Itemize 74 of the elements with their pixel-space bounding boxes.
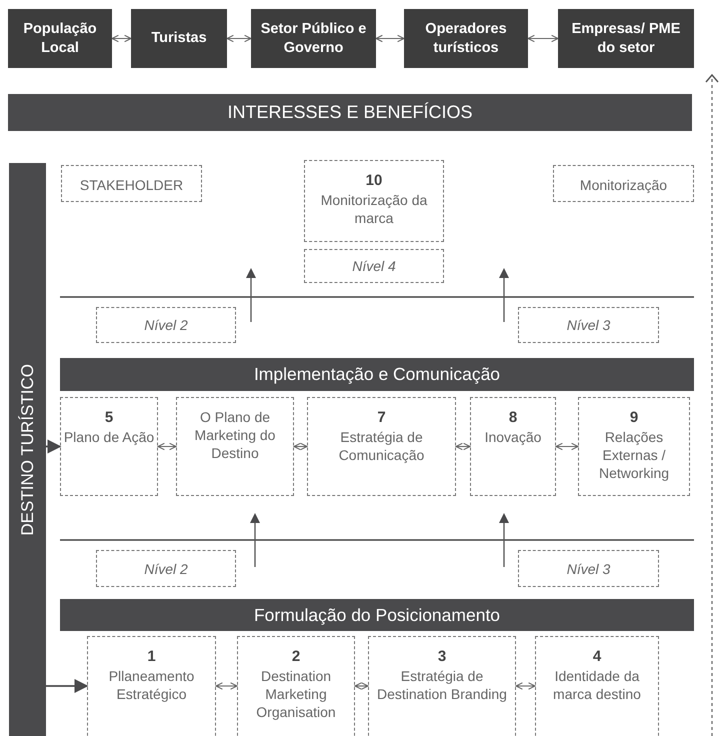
stakeholder-label: Empresas/ PME do setor <box>570 20 682 57</box>
level-label: Nível 3 <box>566 560 610 576</box>
step-label: Monitorização da marca <box>320 190 428 227</box>
arrow <box>354 682 369 690</box>
arrow <box>527 34 559 42</box>
level-label: Nível 2 <box>144 560 188 576</box>
step-number: 4 <box>592 647 602 666</box>
step-label: O Plano de Marketing do Destino <box>194 408 276 463</box>
section-band <box>60 599 694 631</box>
stakeholder-box <box>558 9 694 68</box>
arrow <box>293 442 308 450</box>
arrow <box>375 34 405 42</box>
dashed-box <box>578 397 690 496</box>
band-title: Formulação do Posicionamento <box>254 604 500 626</box>
step-number: 1 <box>147 647 156 666</box>
dashed-box <box>237 636 355 736</box>
band-title: DESTINO TURÍSTICO <box>18 364 38 536</box>
stakeholder-label: Turistas <box>151 29 207 48</box>
level-box <box>518 550 659 587</box>
level-box <box>518 307 659 343</box>
section-band <box>60 358 694 391</box>
level-label: Nível 3 <box>566 317 610 333</box>
level-box <box>96 550 236 587</box>
level-label: Nível 4 <box>352 258 396 274</box>
step-number: 3 <box>438 647 446 666</box>
band-title: Implementação e Comunicação <box>254 364 500 385</box>
arrow <box>515 682 536 690</box>
arrow <box>111 34 132 42</box>
stakeholder-label: Setor Público e Governo <box>260 20 368 57</box>
stakeholder-label: População Local <box>22 20 98 57</box>
dashed-box <box>87 636 216 736</box>
step-label: Monitorização <box>580 176 668 194</box>
level-box <box>96 307 236 343</box>
stakeholder-box <box>131 9 227 68</box>
step-label: Identidade da marca destino <box>552 666 642 703</box>
level-box <box>304 249 444 283</box>
arrow <box>555 442 579 450</box>
step-label: Destination Marketing Organisation <box>255 666 337 722</box>
level-label: Nível 2 <box>144 317 188 333</box>
stakeholder-box <box>8 9 112 68</box>
dashed-box <box>368 636 516 736</box>
band-title: INTERESSES E BENEFÍCIOS <box>227 102 473 123</box>
arrow <box>46 440 62 454</box>
arrow <box>46 679 88 693</box>
step-number: 10 <box>366 171 382 190</box>
step-label: Inovação <box>484 428 542 446</box>
header-band <box>8 94 692 131</box>
dashed-box <box>553 165 694 202</box>
dashed-box <box>307 397 456 496</box>
dashed-box <box>176 397 294 496</box>
step-label: Estratégia de Comunicação <box>338 428 426 464</box>
step-number: 9 <box>630 408 638 428</box>
stakeholder-box <box>404 9 528 68</box>
step-label: STAKEHOLDER <box>80 176 184 194</box>
stakeholder-box <box>251 9 376 68</box>
arrow <box>455 442 471 450</box>
step-number: 7 <box>377 408 386 428</box>
dashed-box <box>304 160 444 242</box>
dashed-box <box>61 165 202 202</box>
step-label: Plano de Ação <box>64 428 154 446</box>
step-number: 2 <box>292 647 300 666</box>
dashed-box <box>60 397 158 496</box>
arrow <box>215 682 238 690</box>
stakeholder-label: Operadores turísticos <box>424 20 508 57</box>
dashed-box <box>470 397 556 496</box>
step-label: Pllaneamento Estratégico <box>108 666 196 703</box>
step-number: 5 <box>104 408 114 428</box>
arrow <box>157 442 177 450</box>
vertical-band <box>9 163 46 736</box>
dashed-box <box>535 636 659 736</box>
step-label: Relações Externas / Networking <box>598 428 670 482</box>
arrow <box>226 34 252 42</box>
step-label: Estratégia de Destination Branding <box>376 666 508 703</box>
step-number: 8 <box>508 408 518 428</box>
